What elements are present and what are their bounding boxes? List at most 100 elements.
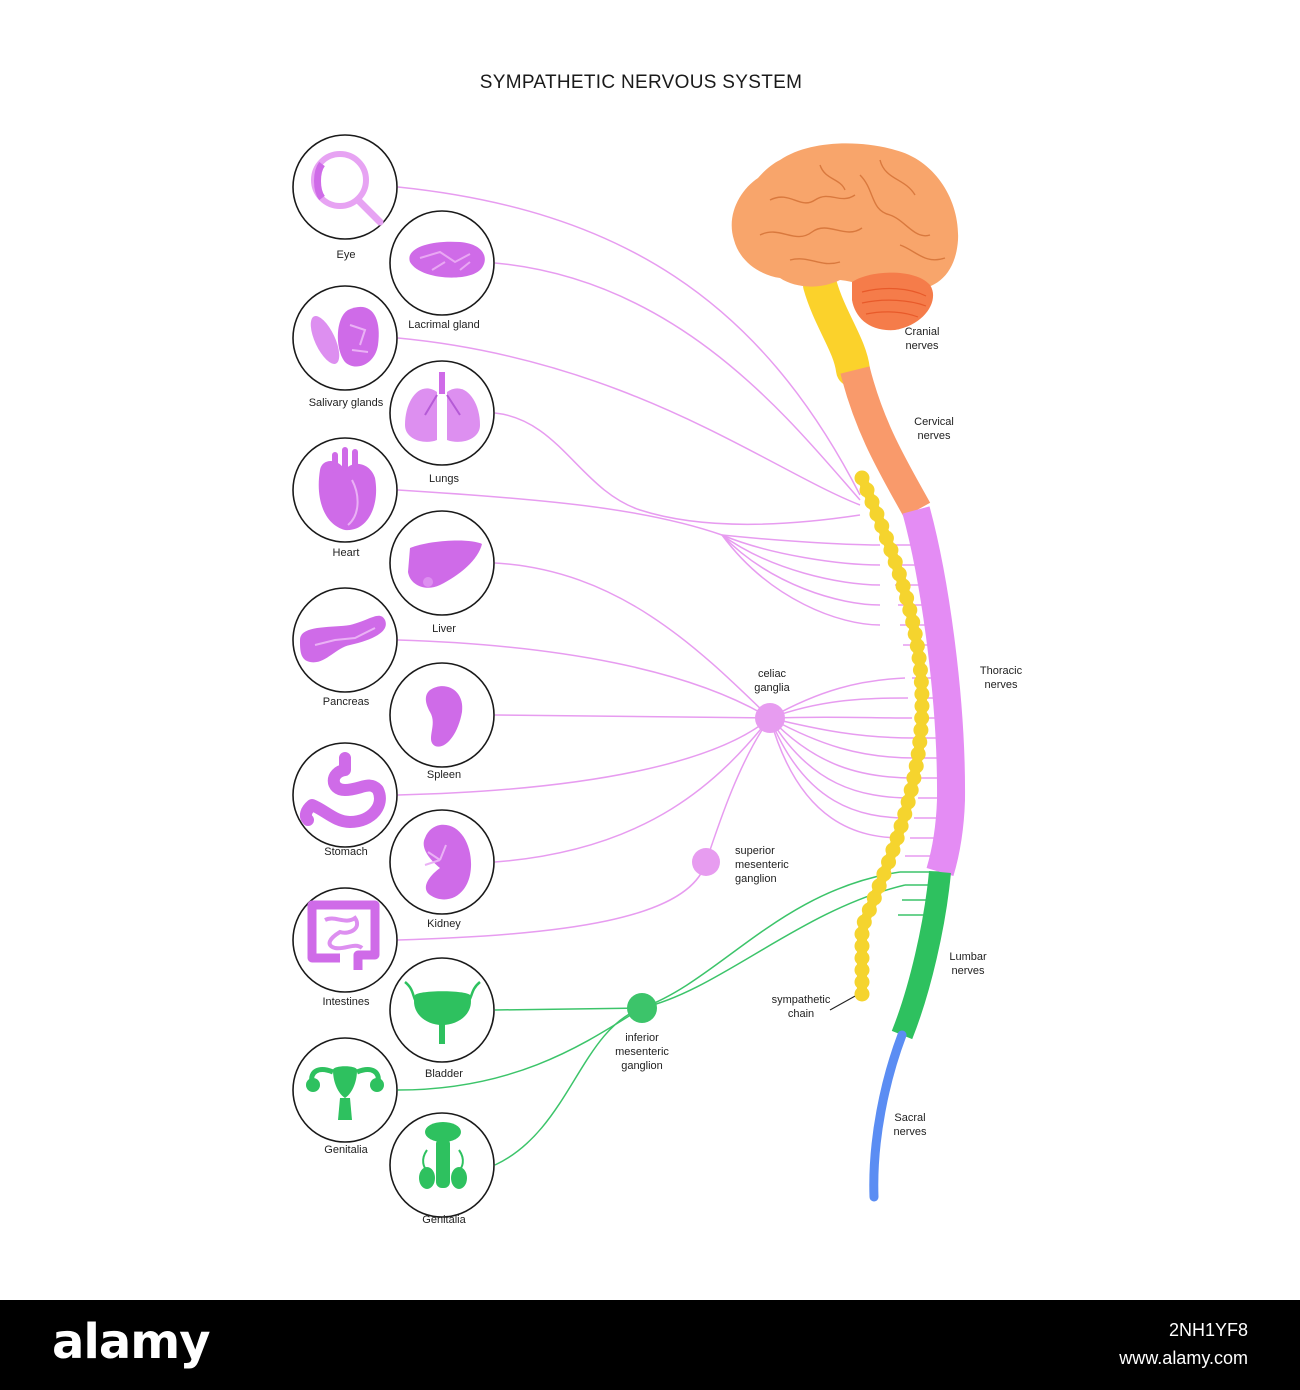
- organ-label: Stomach: [324, 846, 367, 858]
- sympathetic-chain-bead: [906, 770, 922, 786]
- sympathetic-chain-bead: [878, 530, 894, 546]
- sympathetic-chain-bead: [871, 878, 887, 894]
- organ-label: Lacrimal gland: [408, 319, 480, 331]
- organ-label: Spleen: [427, 769, 461, 781]
- sympathetic-chain-bead: [854, 962, 870, 978]
- organ-eye: Eye: [292, 134, 398, 261]
- brain-folds: [759, 159, 946, 265]
- celiac-ganglia-label: celiac ganglia: [754, 668, 790, 694]
- nerve-pancreas: [397, 639, 771, 719]
- organ-heart: Heart: [292, 437, 398, 559]
- sympathetic-chain-bead: [914, 710, 930, 726]
- sympathetic-chain-bead: [876, 866, 892, 882]
- organ-intestines: Intestines: [292, 887, 398, 1008]
- svg-text:Cranial: Cranial: [905, 326, 940, 338]
- inferior-mesenteric-ganglion-node: [627, 993, 657, 1023]
- sympathetic-chain-bead: [885, 842, 901, 858]
- sympathetic-chain-bead: [864, 494, 880, 510]
- svg-text:nerves: nerves: [893, 1126, 927, 1138]
- sympathetic-chain-bead: [854, 986, 870, 1002]
- sympathetic-chain-bead: [897, 806, 913, 822]
- liver-icon: [408, 540, 482, 588]
- nerve-lacrimal: [494, 262, 861, 501]
- sympathetic-chain-bead: [907, 626, 923, 642]
- celiac-fan-6: [769, 717, 915, 779]
- nerve-intestines: [397, 861, 707, 941]
- celiac-fan-8: [769, 717, 909, 819]
- sympathetic-chain-bead: [881, 854, 897, 870]
- sympathetic-chain-bead: [854, 926, 870, 942]
- female-genitalia-icon: [306, 1066, 384, 1120]
- svg-text:nerves: nerves: [905, 340, 939, 352]
- sympathetic-chain-bead: [910, 746, 926, 762]
- organ-label: Bladder: [425, 1068, 463, 1080]
- sympathetic-chain-bead: [874, 518, 890, 534]
- svg-text:ganglia: ganglia: [754, 682, 790, 694]
- sympathetic-chain-bead: [895, 578, 911, 594]
- organ-label: Salivary glands: [309, 397, 384, 409]
- cerebellum: [852, 272, 934, 331]
- sympathetic-chain-bead: [889, 830, 905, 846]
- organ-lacrimal-gland: Lacrimal gland: [389, 210, 495, 331]
- sympathetic-chain-bead: [909, 638, 925, 654]
- svg-text:Cervical: Cervical: [914, 416, 954, 428]
- site-url: www.alamy.com: [1119, 1348, 1248, 1368]
- stomach-icon: [299, 752, 386, 828]
- sympathetic-chain-bead: [854, 950, 870, 966]
- celiac-fan-2: [769, 697, 909, 719]
- celiac-fan-7: [769, 717, 913, 799]
- salivary-glands-icon: [310, 306, 379, 367]
- nerve-genitalia-female: [397, 1007, 643, 1091]
- sympathetic-chain-bead: [903, 782, 919, 798]
- lumbar-nerves-label: Lumbar nerves: [949, 951, 987, 977]
- svg-text:nerves: nerves: [951, 965, 985, 977]
- superior-mesenteric-ganglion-node: [692, 848, 720, 876]
- sympathetic-chain-bead: [912, 734, 928, 750]
- sympathetic-chain-bead: [911, 650, 927, 666]
- spinal-cord: [803, 268, 966, 1202]
- sympathetic-nervous-system-diagram: SYMPATHETIC NERVOUS SYSTEM: [292, 72, 1023, 1226]
- celiac-fan-1: [769, 677, 906, 719]
- nerve-fan-5: [721, 534, 881, 626]
- sympathetic-chain-bead: [891, 566, 907, 582]
- organ-lungs: Lungs: [389, 360, 495, 485]
- organ-bladder: Bladder: [389, 957, 495, 1080]
- svg-text:Thoracic: Thoracic: [980, 665, 1023, 677]
- sacral-segment: [869, 1030, 907, 1202]
- sympathetic-chain-bead: [913, 722, 929, 738]
- sympathetic-chain-bead: [908, 758, 924, 774]
- image-id: 2NH1YF8: [1168, 1320, 1248, 1340]
- cervical-segment: [840, 366, 931, 518]
- diagram-title: SYMPATHETIC NERVOUS SYSTEM: [480, 72, 802, 93]
- thoracic-segment: [902, 506, 966, 877]
- organ-salivary-glands: Salivary glands: [292, 285, 398, 409]
- nerve-bladder: [494, 1007, 643, 1011]
- svg-text:mesenteric: mesenteric: [615, 1046, 669, 1058]
- celiac-fan-3: [769, 716, 913, 719]
- superior-mesenteric-ganglion-label: superior mesenteric ganglion: [735, 845, 789, 885]
- intestines-icon: [307, 900, 380, 970]
- svg-text:ganglion: ganglion: [621, 1060, 663, 1072]
- lacrimal-gland-icon: [409, 241, 485, 278]
- sympathetic-chain-bead: [869, 506, 885, 522]
- svg-text:Lumbar: Lumbar: [949, 951, 987, 963]
- alamy-logo: alamy: [52, 1314, 211, 1370]
- lumbar-segment: [891, 870, 951, 1040]
- svg-text:chain: chain: [788, 1008, 814, 1020]
- sympathetic-chain-bead: [854, 470, 870, 486]
- organ-label: Genitalia: [324, 1144, 368, 1156]
- thoracic-nerves-label: Thoracic nerves: [980, 665, 1023, 691]
- organ-label: Intestines: [322, 996, 370, 1008]
- nerve-salivary: [397, 337, 861, 506]
- heart-icon: [318, 447, 377, 531]
- sympathetic-chain: [854, 470, 930, 1002]
- organ-liver: Liver: [389, 510, 495, 635]
- organ-label: Heart: [333, 547, 360, 559]
- inferior-to-chain-1: [641, 871, 901, 1009]
- svg-text:sympathetic: sympathetic: [772, 994, 831, 1006]
- organ-label: Pancreas: [323, 696, 370, 708]
- celiac-fan-5: [769, 717, 916, 759]
- sympathetic-chain-bead: [914, 698, 930, 714]
- bladder-icon: [404, 981, 481, 1044]
- male-genitalia-icon: [419, 1122, 467, 1189]
